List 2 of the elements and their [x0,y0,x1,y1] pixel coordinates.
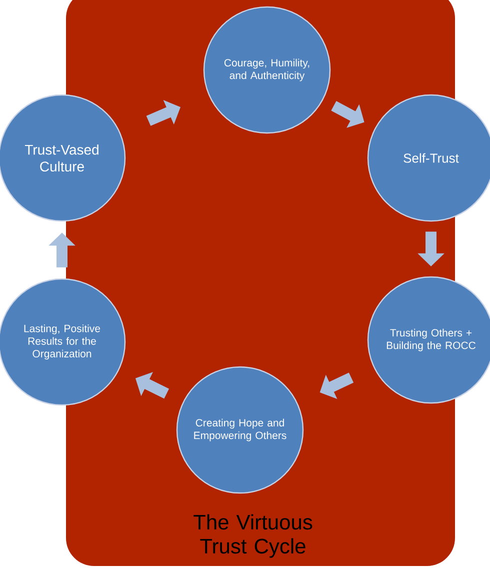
block-arrow [146,100,180,126]
title: The Virtuous Trust Cycle [194,514,312,558]
